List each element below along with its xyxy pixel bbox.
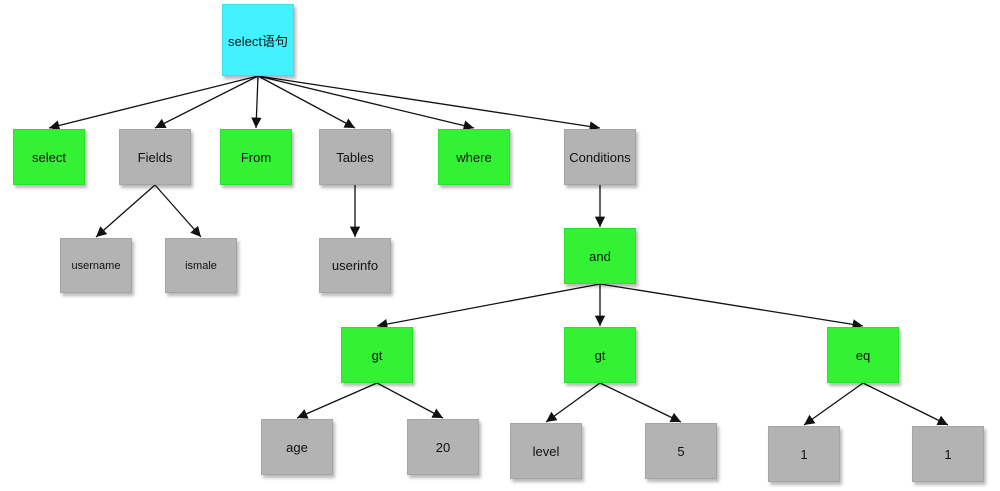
edge-gt2-to-level [545, 382, 601, 423]
node-level: level [510, 423, 582, 479]
node-ismale: ismale [165, 238, 237, 293]
node-conditions: Conditions [564, 129, 636, 185]
node-gt1: gt [341, 327, 413, 383]
edge-gt2-to-v5 [599, 382, 682, 423]
node-root: select语句 [222, 4, 294, 76]
edge-eq-to-one-a [803, 382, 864, 426]
node-tables: Tables [319, 129, 391, 185]
edge-gt1-to-age [296, 382, 378, 419]
node-from: From [220, 129, 292, 185]
node-select: select [13, 129, 85, 185]
node-one-a: 1 [768, 426, 840, 482]
edge-root-to-select [48, 75, 259, 131]
edge-root-to-conditions [257, 75, 601, 132]
node-and: and [564, 228, 636, 284]
edge-root-to-fields [154, 75, 259, 129]
node-gt2: gt [564, 327, 636, 383]
node-v20: 20 [407, 419, 479, 475]
node-fields: Fields [119, 129, 191, 185]
edge-fields-to-ismale [154, 184, 202, 238]
node-age: age [261, 419, 333, 475]
node-one-b: 1 [912, 426, 984, 482]
node-username: username [60, 238, 132, 293]
edge-and-to-gt1 [376, 283, 601, 330]
node-eq: eq [827, 327, 899, 383]
edge-eq-to-one-b [862, 382, 949, 426]
edge-gt1-to-v20 [376, 382, 444, 419]
node-v5: 5 [645, 423, 717, 479]
edge-root-to-from [251, 75, 262, 129]
edge-fields-to-username [95, 184, 156, 238]
node-userinfo: userinfo [319, 238, 391, 293]
edge-root-to-where [257, 75, 475, 131]
edge-root-to-tables [257, 75, 356, 129]
edge-and-to-eq [599, 283, 864, 330]
node-where: where [438, 129, 510, 185]
